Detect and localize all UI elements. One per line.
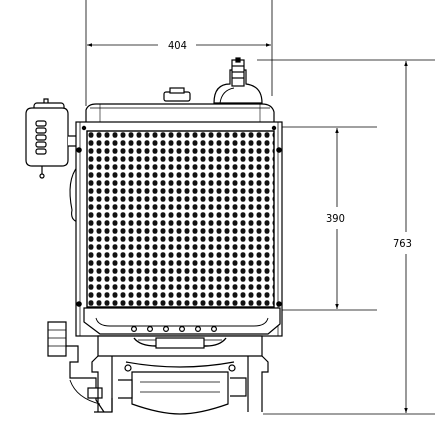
radiator-cap [163,87,191,102]
core-height-dimension-label: 390 [326,212,345,225]
filler-neck [213,57,263,104]
core-height-dimension: 390 [282,126,377,311]
overall-height-dimension: 763 [257,59,435,415]
radiator-core-grille [86,130,275,308]
radiator-top-tank [85,103,275,127]
engine-drawing [25,57,283,415]
expansion-tank [25,98,79,179]
overall-height-dimension-label: 763 [393,237,412,250]
left-hose [69,165,79,223]
engine-block [91,335,269,415]
width-dimension-label: 404 [168,39,187,52]
width-dimension: 404 [85,0,273,106]
